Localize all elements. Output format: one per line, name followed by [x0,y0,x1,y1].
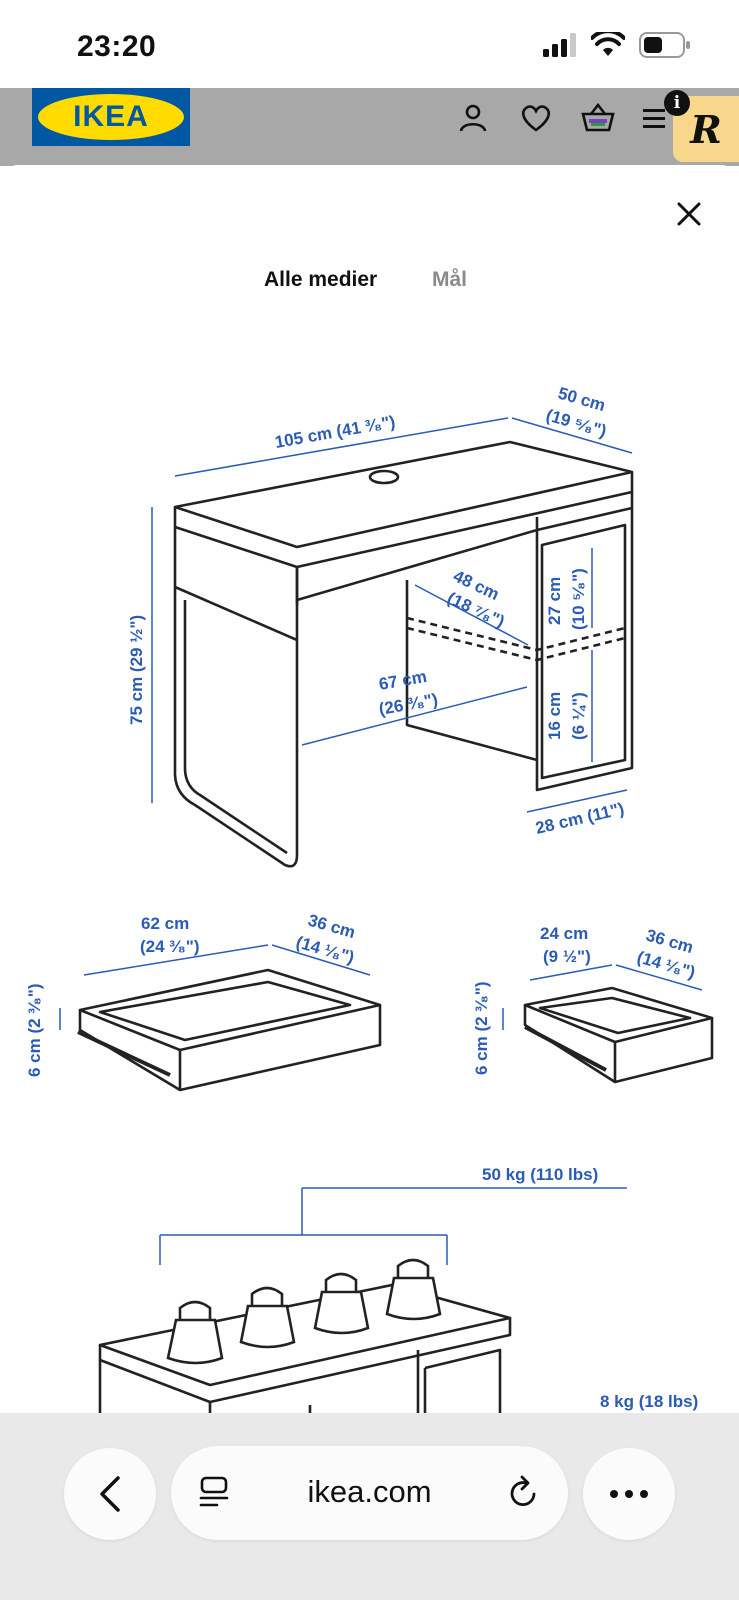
site-header: IKEA R [0,88,739,166]
dim-large-drawer-width-cm: 62 cm [141,914,189,933]
dim-max-load-top: 50 kg (110 lbs) [482,1165,598,1184]
dim-lower-compartment-in: (6 ¼") [569,692,588,740]
more-dots-icon [610,1490,648,1498]
tab-all-media[interactable]: Alle medier [264,268,378,291]
wifi-icon [591,32,625,56]
media-tabs: Alle medier Mål [0,268,739,308]
chevron-left-icon [100,1476,120,1512]
large-drawer-drawing [77,968,382,1092]
status-icons [543,32,691,58]
dim-lower-compartment-cm: 16 cm [545,692,564,740]
dim-desk-height: 75 cm (29 ½") [127,615,146,725]
status-bar: 23:20 [0,0,739,88]
reader-extension-badge[interactable]: R [673,96,739,162]
desk-dimension-lines [151,417,633,813]
weights-drawing [166,1258,442,1365]
dim-upper-compartment-cm: 27 cm [545,577,564,625]
dimension-drawing: 105 cm (41 ³⁄₈") 50 cm (19 ⁵⁄₈") 75 cm (… [25,384,714,1418]
dim-desk-width: 105 cm (41 ³⁄₈") [273,412,396,452]
small-drawer-drawing [523,986,714,1084]
battery-icon [639,32,690,58]
desk-drawing [173,440,634,868]
basket-icon[interactable] [580,100,616,136]
dim-small-drawer-width-in: (9 ½") [543,947,591,966]
menu-icon[interactable] [642,100,666,136]
more-button[interactable] [583,1448,675,1540]
media-sheet: Alle medier Mål [0,165,739,1465]
reload-icon[interactable] [508,1474,540,1510]
dim-upper-compartment-in: (10 ⁵⁄₈") [569,568,588,630]
dim-large-drawer-height: 6 cm (2 ³⁄₈") [25,984,44,1078]
dim-knee-width-cm: 67 cm [377,667,428,694]
dim-max-load-drawer: 8 kg (18 lbs) [600,1392,698,1411]
ikea-logo-text: IKEA [38,94,184,140]
account-icon[interactable] [455,100,491,136]
dim-cabinet-width: 28 cm (11") [534,799,626,838]
browser-toolbar: ikea.com [0,1413,739,1600]
ikea-logo[interactable]: IKEA [32,88,190,146]
info-icon[interactable]: i [664,90,690,116]
status-time: 23:20 [77,30,157,63]
page-menu-icon[interactable] [199,1476,229,1508]
url-text: ikea.com [307,1474,432,1509]
address-bar[interactable]: ikea.com [171,1446,568,1540]
dim-small-drawer-height: 6 cm (2 ³⁄₈") [472,982,491,1076]
dim-small-drawer-width-cm: 24 cm [540,924,588,943]
load-desk-drawing [98,1283,512,1418]
close-button[interactable] [670,195,708,233]
back-button[interactable] [64,1448,156,1540]
cellular-signal-icon [543,33,576,57]
dim-large-drawer-width-in: (24 ³⁄₈") [140,937,199,956]
heart-icon[interactable] [518,100,554,136]
dim-knee-width-in: (26 ³⁄₈") [377,690,439,719]
tab-dimensions[interactable]: Mål [432,268,468,291]
close-icon [677,202,701,226]
